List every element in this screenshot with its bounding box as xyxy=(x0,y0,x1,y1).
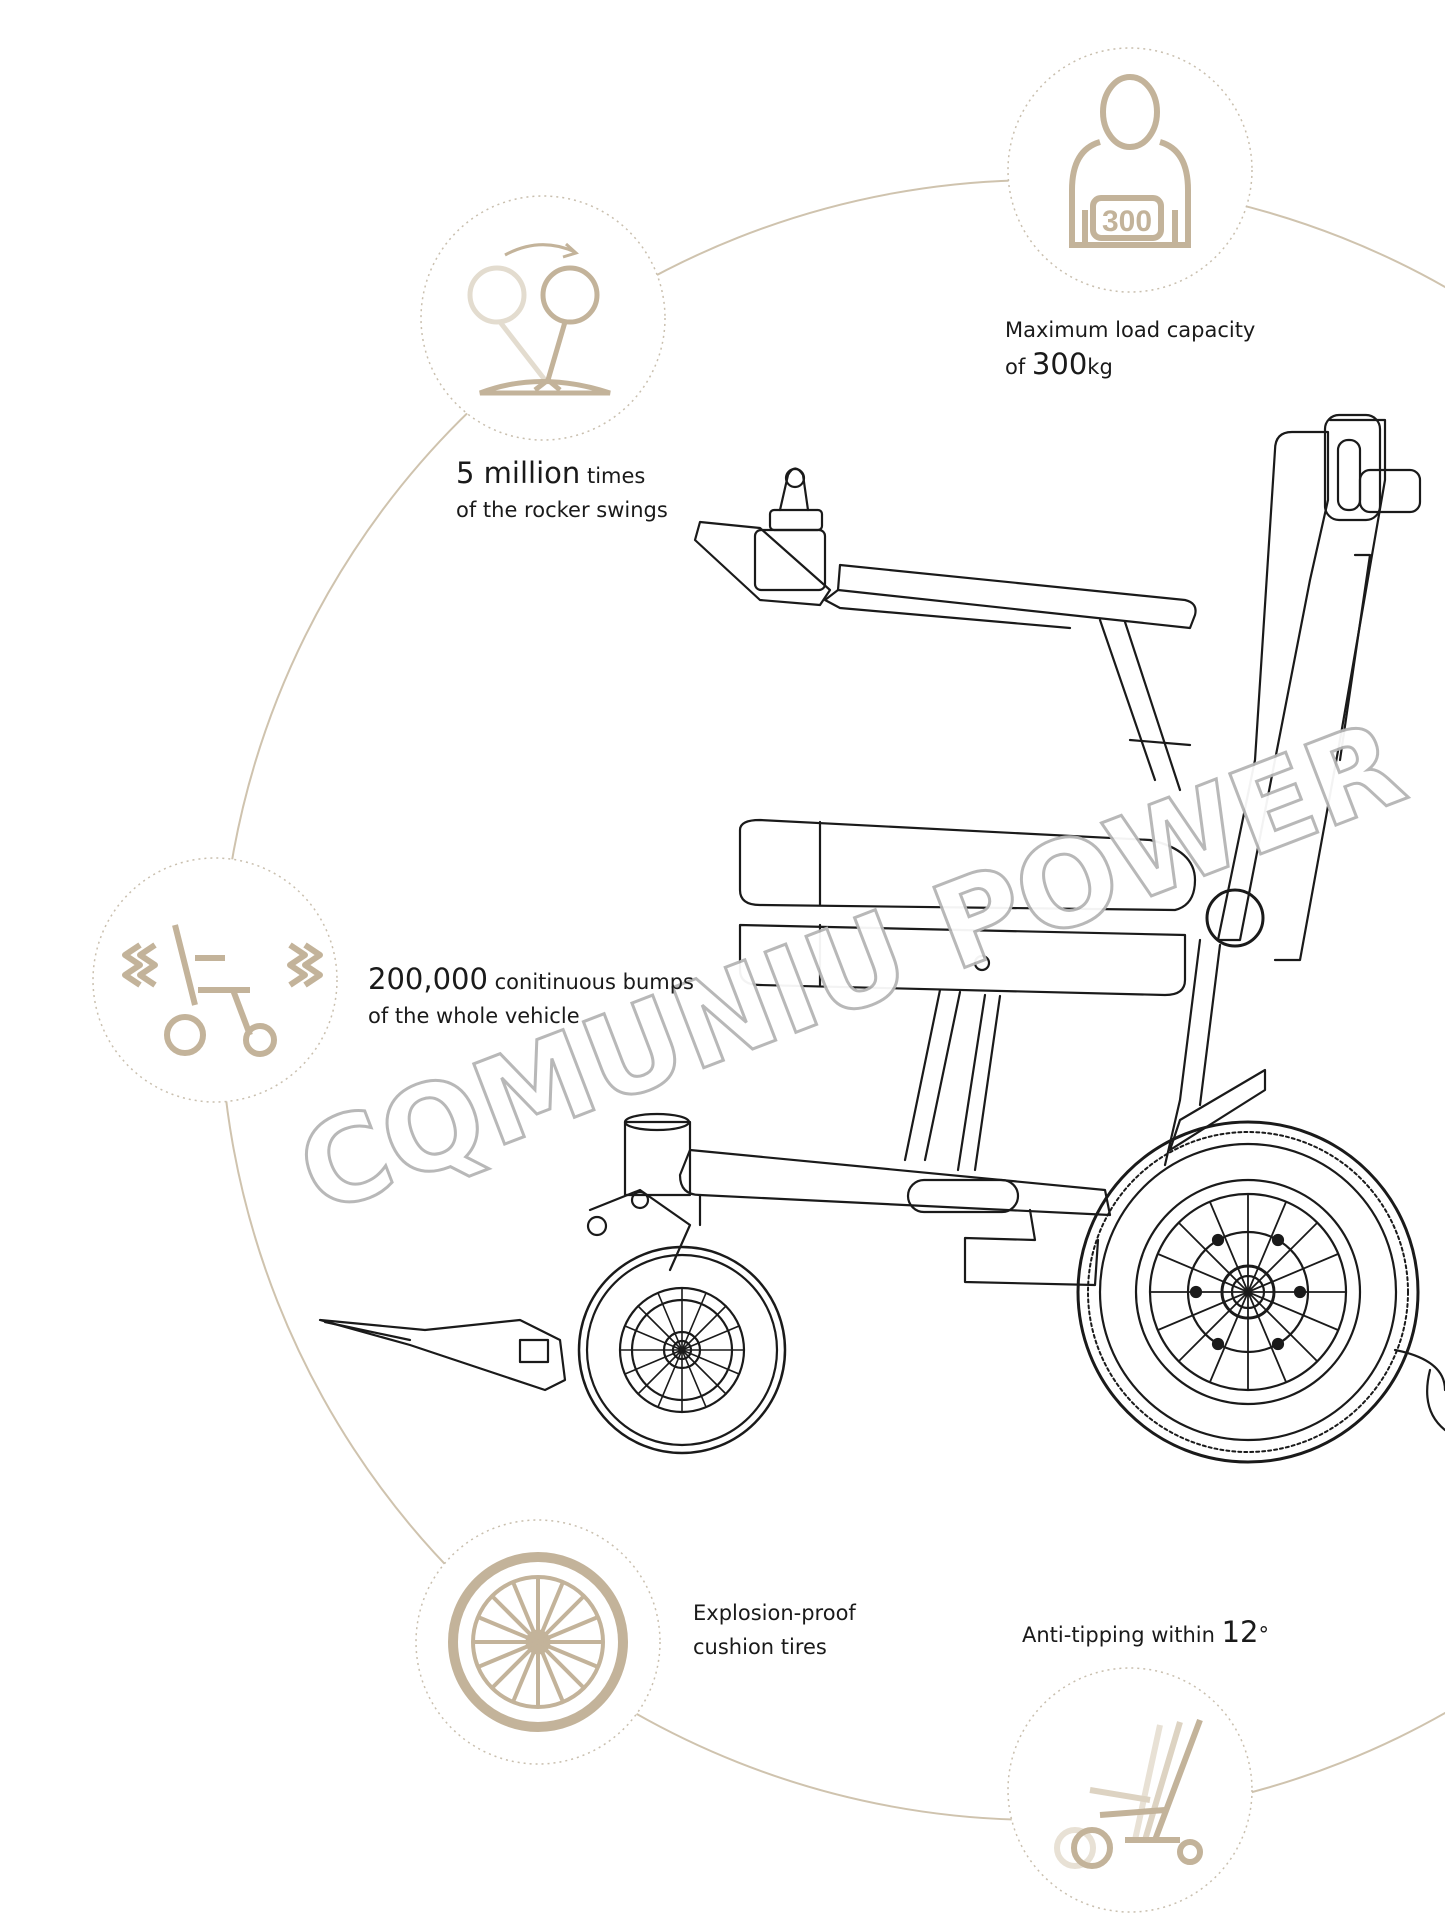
wheelchair-vibration-icon xyxy=(122,924,323,1057)
tipping-text: Anti-tipping within xyxy=(1022,1623,1222,1647)
load-capacity-label: Maximum load capacity of 300kg xyxy=(1005,313,1255,384)
load-capacity-line2: of 300kg xyxy=(1005,347,1255,384)
load-capacity-line1: Maximum load capacity xyxy=(1005,318,1256,342)
tipping-icon-circle xyxy=(1007,1667,1253,1913)
joystick-icon xyxy=(467,242,611,396)
rocker-line1: 5 million times xyxy=(456,456,668,493)
load-capacity-icon-circle: 300 xyxy=(1007,47,1253,293)
tires-icon-circle xyxy=(415,1519,661,1765)
rocker-count: 5 million xyxy=(456,456,581,490)
rocker-icon-circle xyxy=(420,195,666,441)
bumps-label: 200,000 conitinuous bumps of the whole v… xyxy=(368,962,694,1033)
bumps-line1: 200,000 conitinuous bumps xyxy=(368,962,694,999)
tipping-unit: ° xyxy=(1258,1623,1269,1647)
bumps-icon-circle xyxy=(92,857,338,1103)
tipping-label: Anti-tipping within 12° xyxy=(1022,1615,1269,1652)
rocker-label: 5 million times of the rocker swings xyxy=(456,456,668,527)
person-load-icon xyxy=(1069,74,1191,248)
wheel-icon xyxy=(448,1552,628,1732)
load-capacity-value: 300 xyxy=(1031,347,1088,381)
load-capacity-unit: kg xyxy=(1087,355,1113,379)
wheelchair-illustration xyxy=(318,413,1445,1464)
rocker-line2: of the rocker swings xyxy=(456,498,668,522)
rocker-times: times xyxy=(580,464,646,488)
bumps-desc: conitinuous bumps xyxy=(487,970,694,994)
bumps-line2: of the whole vehicle xyxy=(368,1004,580,1028)
load-icon-number: 300 xyxy=(1102,205,1152,238)
tires-line1: Explosion-proof xyxy=(693,1601,856,1625)
tipping-angle: 12 xyxy=(1221,1615,1259,1649)
tires-line2: cushion tires xyxy=(693,1635,827,1659)
tires-label: Explosion-proof cushion tires xyxy=(693,1596,856,1664)
bumps-count: 200,000 xyxy=(368,962,488,996)
load-capacity-prefix: of xyxy=(1005,355,1032,379)
wheelchair-tilt-icon xyxy=(1054,1718,1203,1869)
